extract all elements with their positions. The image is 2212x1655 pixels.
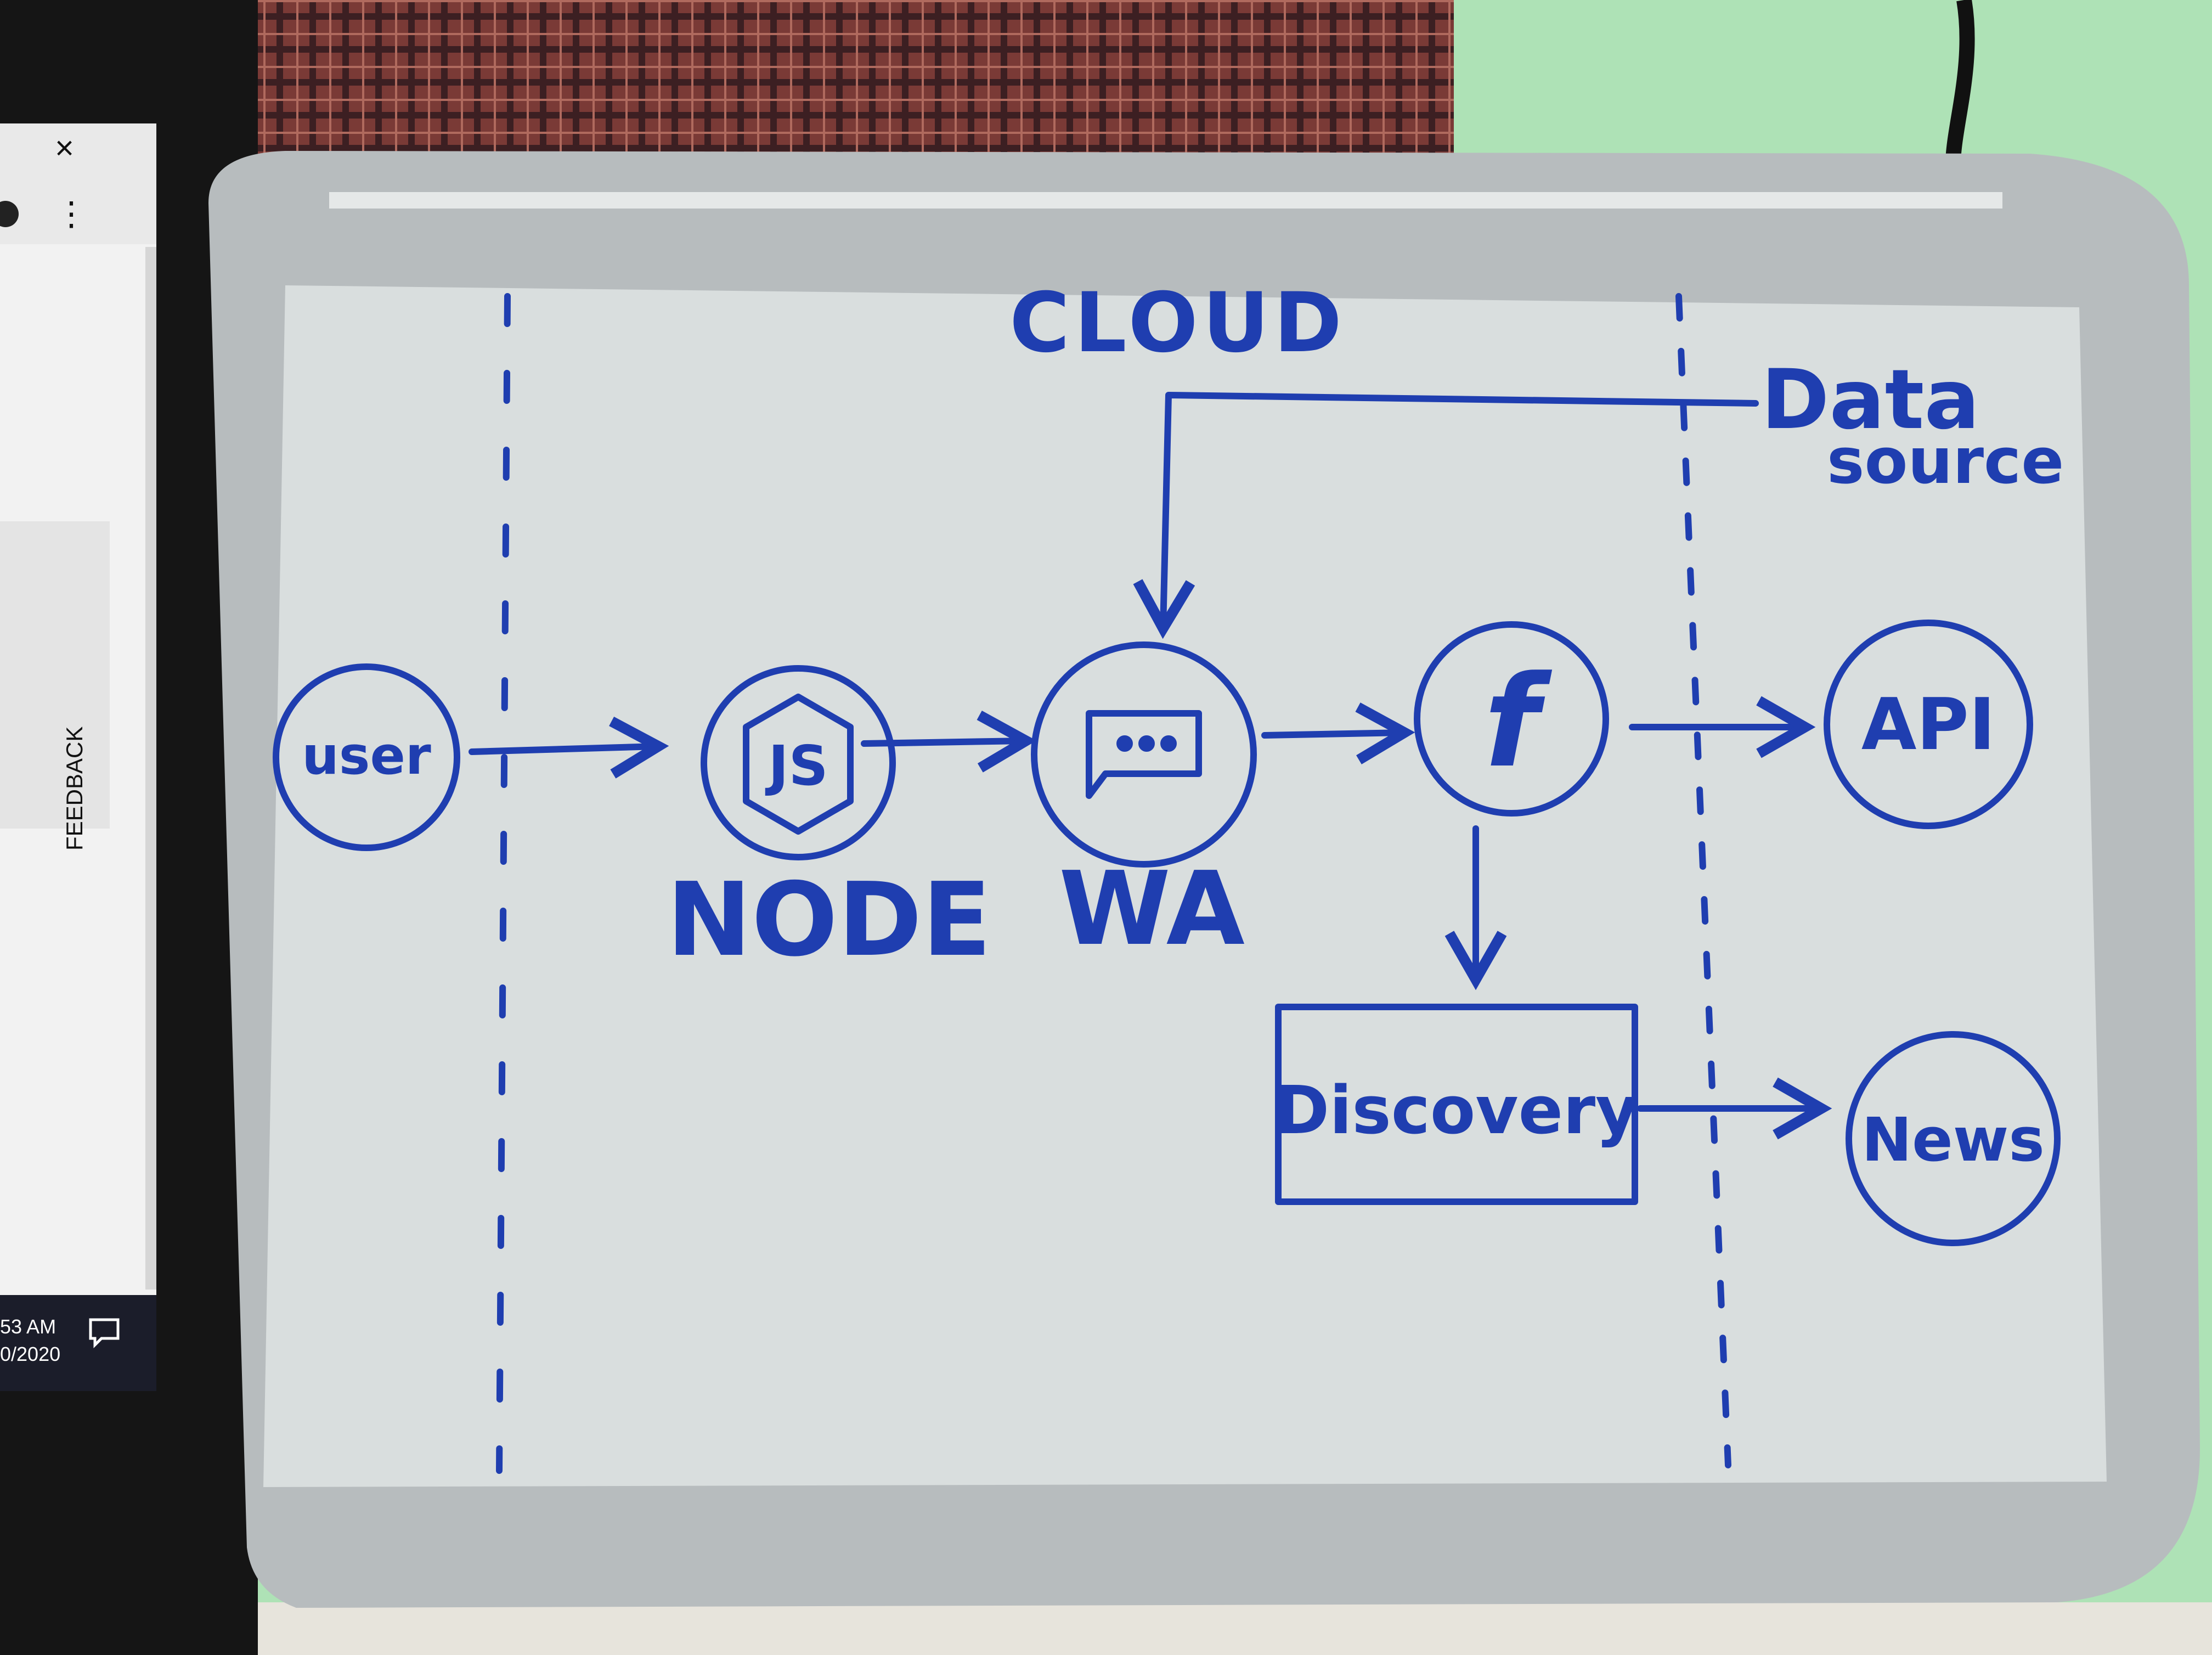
cloud-zone-label: CLOUD bbox=[1009, 275, 1346, 371]
data-source-label-line2: source bbox=[1827, 425, 2064, 498]
whiteboard bbox=[208, 151, 2200, 1608]
chat-dot-icon bbox=[1138, 735, 1155, 752]
taskbar bbox=[0, 1295, 156, 1391]
function-node bbox=[1414, 621, 1609, 817]
news-node bbox=[1846, 1031, 2061, 1246]
nodejs-hexagon-icon bbox=[743, 694, 854, 835]
frame-highlight bbox=[329, 192, 2002, 209]
arrow-node-to-wa bbox=[861, 711, 1037, 773]
chat-dot-icon bbox=[1116, 735, 1133, 752]
chat-dot-icon bbox=[1160, 735, 1177, 752]
discovery-box-label: Discovery bbox=[1275, 1073, 1639, 1149]
node-label: NODE bbox=[667, 860, 991, 979]
plaid-cloth bbox=[165, 0, 1454, 181]
node-node bbox=[701, 665, 896, 860]
api-node bbox=[1824, 620, 2033, 829]
data-source-label-line1: Data bbox=[1761, 352, 1980, 448]
feedback-tab[interactable]: FEEDBACK bbox=[61, 727, 87, 851]
arrow-wa-to-function bbox=[1261, 702, 1415, 764]
taskbar-clock-time: 53 AM bbox=[0, 1315, 56, 1338]
news-node-label: News bbox=[1861, 1105, 2045, 1175]
close-icon[interactable]: × bbox=[55, 130, 74, 166]
cable bbox=[1945, 0, 1975, 165]
tablecloth bbox=[236, 1602, 2212, 1655]
scrollbar[interactable] bbox=[145, 247, 156, 1290]
discovery-box bbox=[1275, 1004, 1638, 1205]
wa-label: WA bbox=[1059, 849, 1245, 968]
page-panel bbox=[0, 521, 110, 829]
menu-icon[interactable]: ⋮ bbox=[55, 195, 88, 232]
chat-bubble-icon bbox=[1086, 710, 1202, 799]
taskbar-clock-date: 0/2020 bbox=[0, 1343, 60, 1365]
whiteboard-surface bbox=[263, 285, 2107, 1487]
speech-bubble-icon[interactable] bbox=[89, 1318, 120, 1349]
diagram bbox=[273, 293, 2061, 1474]
user-node bbox=[273, 663, 460, 851]
profile-icon[interactable] bbox=[0, 201, 19, 227]
arrow-user-to-node bbox=[469, 717, 669, 779]
arrow-datasource-to-wa bbox=[1133, 392, 1759, 639]
node-icon-text: JS bbox=[765, 734, 828, 798]
browser-toolbar bbox=[0, 123, 156, 244]
api-node-label: API bbox=[1861, 683, 1995, 766]
user-node-label: user bbox=[302, 726, 431, 786]
